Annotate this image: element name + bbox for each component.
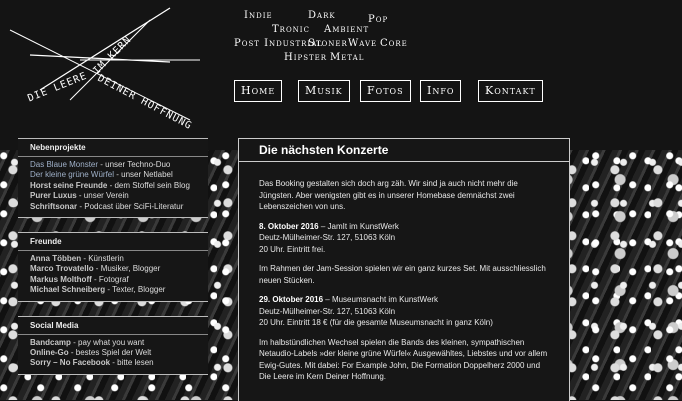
link-desc: - bitte lesen [110,358,154,368]
sidebar-link[interactable]: Michael Schneiberg [30,285,106,295]
box-title: Social Media [18,321,208,335]
list-item: Marco Trovatello - Musiker, Blogger [18,264,208,274]
list-item: Bandcamp - pay what you want [18,338,208,348]
link-desc: - Fotograf [91,274,129,284]
nav-kontakt[interactable]: Kontakt [478,80,543,102]
genre-tag: Tronic [272,24,310,35]
sidebar-link[interactable]: Anna Többen [30,254,82,264]
link-desc: - Podcast über SciFi-Literatur [77,201,184,211]
nav-home[interactable]: Home [234,80,283,102]
event-address: Deutz-Mülheimer-Str. 127, 51063 Köln [259,306,396,316]
list-item: Michael Schneiberg - Texter, Blogger [18,285,208,295]
list-item: Markus Molthoff - Fotograf [18,275,208,285]
list-item: Purer Luxus - unser Verein [18,191,208,201]
event-time: 20 Uhr. Eintritt frei. [259,244,326,254]
sidebar-link[interactable]: Horst seine Freunde [30,180,108,190]
sidebar-link[interactable]: Online-Go [30,348,69,358]
event-time: 20 Uhr. Eintritt 18 € (für die gesamte M… [259,318,493,327]
event-2: 29. Oktober 2016 – Museumsnacht im Kunst… [239,294,569,329]
list-item: Der kleine grüne Würfel - unser Netlabel [18,170,208,180]
link-desc: - Musiker, Blogger [93,264,161,274]
link-desc: - dem Stoffel sein Blog [107,180,190,190]
box-title: Nebenprojekte [18,143,208,157]
intro-paragraph: Das Booking gestalten sich doch arg zäh.… [259,179,518,211]
list-item: Online-Go - bestes Spiel der Welt [18,348,208,358]
sidebar-link[interactable]: Bandcamp [30,337,71,347]
page-title: Die nächsten Konzerte [239,139,569,162]
nav-fotos[interactable]: Fotos [360,80,411,102]
event-date: 29. Oktober 2016 [259,295,324,304]
link-desc: - unser Verein [76,191,129,201]
event-2-desc: Im halbstündlichen Wechsel spielen die B… [259,337,548,382]
sidebar-link[interactable]: Sorry – No Facebook [30,358,111,368]
genre-tag: Wave [348,38,378,49]
genre-tag: Indie [244,10,273,21]
main-content: Die nächsten Konzerte Das Booking gestal… [238,138,570,401]
nav-info[interactable]: Info [420,80,462,102]
event-1: 8. Oktober 2016 – JamIt im KunstWerk Deu… [239,221,569,256]
nav-musik[interactable]: Musik [298,80,350,102]
event-name: – JamIt im KunstWerk [318,221,399,231]
genre-tag: Pop [368,14,389,25]
box-nebenprojekte: Nebenprojekte Das Blaue Monster - unser … [18,138,208,219]
genre-tag: Stoner [308,38,348,49]
event-address: Deutz-Mülheimer-Str. 127, 51063 Köln [259,233,396,242]
genre-tag: Ambient [324,24,370,35]
link-desc: - Texter, Blogger [105,285,166,295]
link-desc: - unser Netlabel [114,170,173,180]
sidebar-link[interactable]: Das Blaue Monster [30,160,99,169]
event-date: 8. Oktober 2016 [259,221,319,231]
sidebar: Nebenprojekte Das Blaue Monster - unser … [18,138,208,389]
box-social-media: Social Media Bandcamp - pay what you wan… [18,315,208,375]
event-name: – Museumsnacht im KunstWerk [323,295,439,304]
sidebar-link[interactable]: Schriftsonar [30,201,78,211]
site-logo[interactable]: DIE LEERE IM KERN DEINER HOFFNUNG [0,0,200,140]
box-freunde: Freunde Anna Többen - Künstlerin Marco T… [18,232,208,302]
list-item: Anna Többen - Künstlerin [18,254,208,264]
sidebar-link[interactable]: Der kleine grüne Würfel [30,170,115,180]
list-item: Schriftsonar - Podcast über SciFi-Litera… [18,202,208,212]
genre-tags: Indie Dark Pop Tronic Ambient Post Indus… [232,8,432,68]
sidebar-link[interactable]: Marco Trovatello [30,264,94,274]
link-desc: - bestes Spiel der Welt [68,348,152,358]
sidebar-link[interactable]: Purer Luxus [30,191,77,201]
link-desc: - unser Techno-Duo [98,160,171,169]
genre-tag: Metal [330,52,365,63]
list-item: Sorry – No Facebook - bitte lesen [18,358,208,368]
genre-tag: Dark [308,10,336,21]
list-item: Horst seine Freunde - dem Stoffel sein B… [18,181,208,191]
genre-tag: Post Industrial [234,38,323,49]
link-desc: - Künstlerin [81,254,124,264]
list-item: Das Blaue Monster - unser Techno-Duo [18,160,208,170]
genre-tag: Core [380,38,408,49]
event-1-desc: Im Rahmen der Jam-Session spielen wir ei… [259,264,546,285]
sidebar-link[interactable]: Markus Molthoff [30,274,92,284]
box-title: Freunde [18,237,208,252]
logo-lines [9,7,200,121]
genre-tag: Hipster [284,52,328,63]
link-desc: - pay what you want [70,337,145,347]
